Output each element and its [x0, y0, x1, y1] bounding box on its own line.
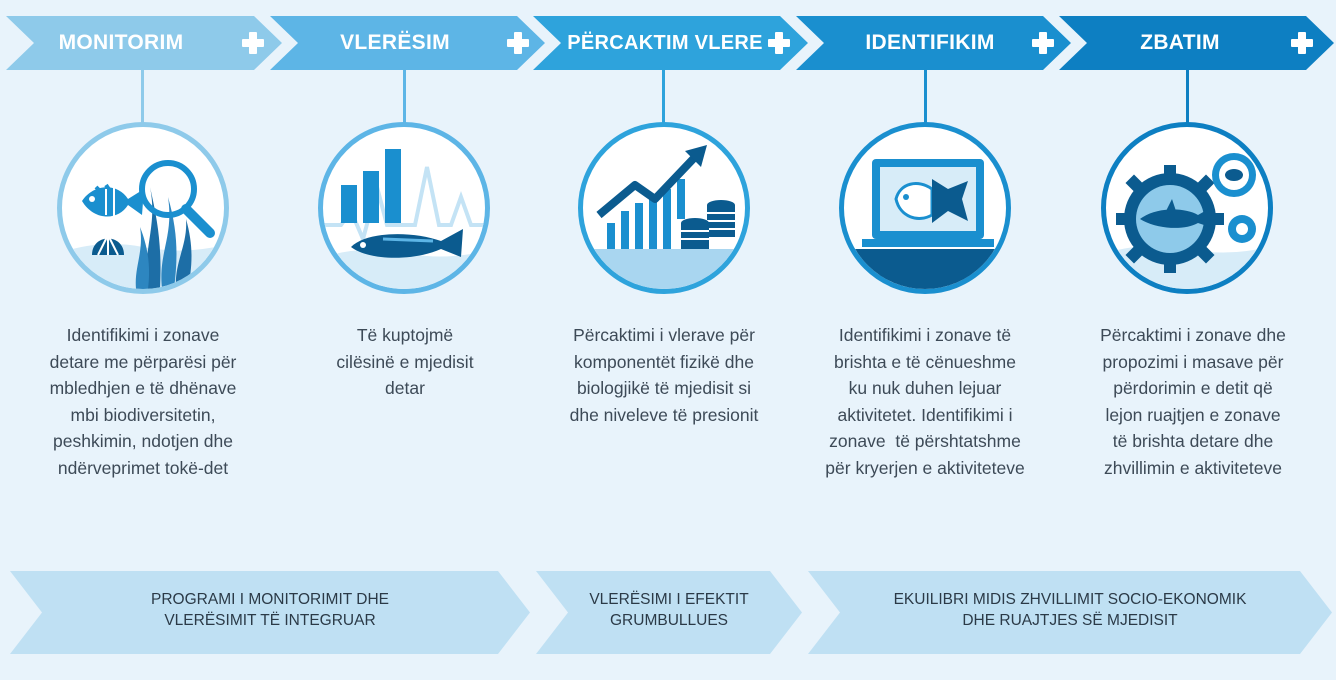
description-line: zhvillimin e aktiviteteve	[1104, 457, 1282, 478]
connector-line	[403, 70, 406, 124]
growth-chart-coins-icon	[578, 122, 750, 294]
band-line: DHE RUAJTJES SË MJEDISIT	[962, 612, 1178, 629]
description-line: për kryerjen e aktiviteteve	[825, 457, 1025, 478]
step-title-zbatim: ZBATIM	[1140, 31, 1220, 54]
description-line: dhe niveleve të presionit	[569, 404, 759, 425]
plus-icon	[242, 32, 264, 54]
step-description-identifikim: Identifikimi i zonave të brishta e të cë…	[796, 322, 1054, 481]
description-line: përdorimin e detit që	[1113, 378, 1273, 398]
laptop-fish-icon	[839, 122, 1011, 294]
step-description-zbatim: Përcaktimi i zonave dhe propozimi i masa…	[1060, 322, 1326, 481]
description-line: aktivitetet. Identifikimi i	[837, 404, 1013, 425]
step-title-vleresim: VLERËSIM	[340, 31, 450, 54]
band-label: EKUILIBRI MIDIS ZHVILLIMIT SOCIO-EKONOMI…	[848, 589, 1292, 631]
description-line: brishta e të cënueshme	[834, 351, 1016, 372]
band-line: EKUILIBRI MIDIS ZHVILLIMIT SOCIO-EKONOMI…	[893, 591, 1247, 608]
description-line: Përcaktimi i zonave dhe	[1100, 325, 1286, 345]
connector-line	[141, 70, 144, 124]
band-cumulative-effect: VLERËSIMI I EFEKTIT GRUMBULLUES	[536, 571, 802, 654]
description-line: lejon ruajtjen e zonave	[1105, 404, 1281, 425]
band-label: VLERËSIMI I EFEKTIT GRUMBULLUES	[576, 589, 762, 631]
plus-icon	[768, 32, 790, 54]
step-description-monitorim: Identifikimi i zonave detare me përparës…	[10, 322, 276, 481]
step-description-percaktim-vlere: Përcaktimi i vlerave për komponentët fiz…	[536, 322, 792, 428]
band-label: PROGRAMI I MONITORIMIT DHE VLERËSIMIT TË…	[50, 589, 490, 631]
step-arrow-percaktim-vlere	[533, 16, 808, 70]
description-line: mbledhjen e të dhënave	[49, 378, 237, 398]
step-title-percaktim-vlere: PËRCAKTIM VLERE	[567, 32, 763, 54]
plus-icon	[1291, 32, 1313, 54]
description-line: Identifikimi i zonave të	[838, 325, 1012, 345]
step-arrow-zbatim	[1059, 16, 1334, 70]
description-line: ku nuk duhen lejuar	[848, 378, 1002, 398]
step-arrow-identifikim	[796, 16, 1071, 70]
description-line: biologjikë të mjedisit si	[576, 378, 752, 398]
step-arrow-monitorim	[6, 16, 282, 70]
description-line: cilësinë e mjedisit	[336, 351, 474, 372]
fish-chart-icon	[318, 122, 490, 294]
description-line: peshkimin, ndotjen dhe	[53, 431, 233, 451]
description-line: detar	[385, 378, 425, 398]
description-line: Të kuptojmë	[356, 325, 454, 345]
plus-icon	[1032, 32, 1054, 54]
band-line: GRUMBULLUES	[610, 612, 728, 629]
description-line: propozimi i masave për	[1102, 351, 1284, 372]
step-arrow-vleresim	[270, 16, 545, 70]
connector-line	[1186, 70, 1189, 124]
description-line: ndërveprimet tokë-det	[57, 457, 229, 478]
connector-line	[924, 70, 927, 124]
description-line: të brishta detare dhe	[1112, 431, 1274, 451]
description-line: detare me përparësi për	[49, 351, 237, 372]
description-line: Identifikimi i zonave	[66, 325, 220, 345]
band-socio-economic-balance: EKUILIBRI MIDIS ZHVILLIMIT SOCIO-EKONOMI…	[808, 571, 1332, 654]
band-line: PROGRAMI I MONITORIMIT DHE	[151, 591, 389, 608]
band-monitoring-program: PROGRAMI I MONITORIMIT DHE VLERËSIMIT TË…	[10, 571, 530, 654]
step-title-monitorim: MONITORIM	[58, 31, 184, 54]
description-line: Përcaktimi i vlerave për	[573, 325, 755, 345]
connector-line	[662, 70, 665, 124]
gears-shark-turtle-icon	[1101, 122, 1273, 294]
fish-magnifier-icon	[57, 122, 229, 294]
band-line: VLERËSIMIT TË INTEGRUAR	[164, 612, 376, 629]
description-line: mbi biodiversitetin,	[70, 404, 216, 425]
plus-icon	[507, 32, 529, 54]
step-description-vleresim: Të kuptojmë cilësinë e mjedisit detar	[283, 322, 527, 402]
description-line: zonave të përshtatshme	[829, 431, 1021, 451]
description-line: komponentët fizikë dhe	[574, 351, 754, 372]
step-title-identifikim: IDENTIFIKIM	[865, 31, 995, 54]
band-line: VLERËSIMI I EFEKTIT	[589, 591, 749, 608]
